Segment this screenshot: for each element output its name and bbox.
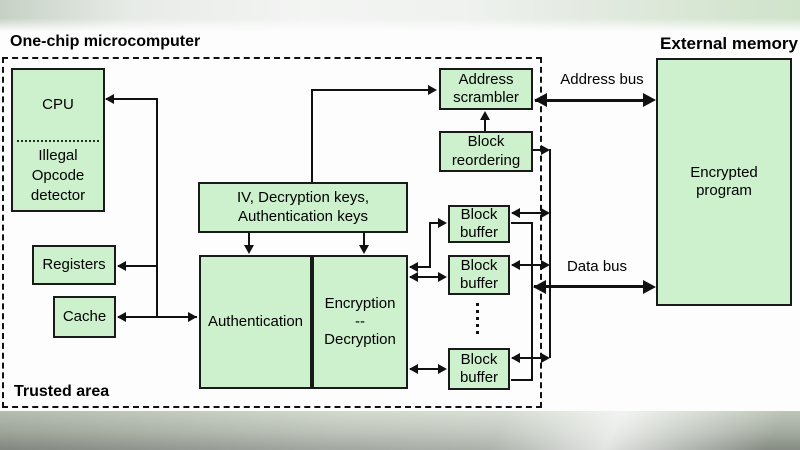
arrow-buffer3-to-trunk [541,353,550,363]
connector-keys-to-scrambler [311,89,430,91]
arrow-reordering-to-trunk [541,145,550,155]
detector-line: detector [30,187,86,205]
connector-reordering-to-scrambler [484,118,486,131]
connector-encdec-buffer2 [410,276,440,278]
cpu-title: CPU [42,95,74,113]
arrow-buffer2-to-encdec [409,272,418,282]
arrow-encdec-to-buffer3 [438,364,447,374]
block-buffer-1: Block buffer [448,205,510,243]
connector-cpu [106,98,158,100]
arrow-databus-left [533,280,546,294]
connector-reordering-to-trunk [533,149,543,151]
arrow-into-cpu [105,94,114,104]
cpu-box: CPU Illegal Opcode detector [11,68,105,212]
vertical-ellipsis-dots [476,303,479,336]
scrambler-line: Address [458,70,514,88]
arrow-encdec-to-buffer2 [438,272,447,282]
arrow-into-cache [117,312,126,322]
arrow-addressbus-right [643,93,656,107]
data-bus-line [534,285,646,288]
connector-keys-to-authentication [248,233,250,249]
block-buffer-3: Block buffer [448,348,510,390]
arrow-buffer1-to-trunk [541,208,550,218]
connector-encdec-buffer1-a [410,266,431,268]
buffer-line: buffer [459,224,499,241]
inner-bus-trunk [531,222,533,381]
scrambler-line: scrambler [453,89,519,106]
address-scrambler-box: Address scrambler [439,68,533,110]
encdec-line: Decryption [324,331,396,349]
encdec-line: -- [355,312,365,330]
connector-encdec-buffer1-c [429,222,440,224]
external-memory-label: External memory [660,34,798,53]
data-bus-label: Data bus [566,258,628,275]
connector-buffer1-bus [512,212,544,214]
detector-line: Opcode [31,166,85,184]
arrow-buffer1-to-encdec [409,262,418,272]
encrypted-program-line: program [696,182,752,199]
arrow-encdec-to-buffer1 [438,218,447,228]
buffer-line: buffer [459,369,499,386]
bottom-gradient-band [0,411,800,450]
detector-line: Illegal [38,146,78,164]
encdec-line: Encryption [324,294,396,312]
cache-label: Cache [62,307,107,325]
arrow-into-authentication [188,312,197,322]
arrow-reordering-to-scrambler [480,111,490,120]
authentication-label: Authentication [207,312,304,330]
outer-bus-trunk [549,149,551,358]
keys-line: IV, Decryption keys, [236,189,369,207]
arrow-into-buffer1 [511,208,520,218]
encrypted-program-line: Encrypted [690,163,758,181]
connector-registers [118,265,158,267]
arrow-into-buffer3 [511,353,520,363]
connector-encdec-buffer1-b [429,222,431,268]
connector-buffer2-bus [512,264,544,266]
one-chip-microcomputer-label: One-chip microcomputer [10,33,201,50]
block-reordering-box: Block reordering [439,131,533,172]
connector-cpu-trunk [156,98,158,318]
cpu-divider [16,140,100,142]
reordering-line: Block [467,133,505,151]
arrow-into-registers [117,261,126,271]
arrow-databus-right [643,280,656,294]
buffer-line: Block [460,205,498,223]
authentication-box: Authentication [199,255,312,389]
registers-box: Registers [32,245,116,285]
buffer-line: Block [460,256,498,274]
connector-keys-to-encdec [363,233,365,249]
connector-cache-authentication [118,316,197,318]
encryption-decryption-box: Encryption -- Decryption [312,255,408,389]
registers-label: Registers [42,255,106,273]
arrow-keys-to-encdec [359,245,369,254]
arrow-buffer3-to-encdec [409,364,418,374]
buffer-line: buffer [459,275,499,292]
cache-box: Cache [53,296,116,338]
address-bus-line [535,99,646,102]
connector-buffer3-inner [511,379,533,381]
trusted-area-boundary [2,57,542,408]
reordering-line: reordering [451,151,521,169]
top-gradient-band [0,0,800,33]
connector-buffer3-bus [512,357,544,359]
arrow-buffer2-to-trunk [541,260,550,270]
encrypted-program-box: Encrypted program [656,58,792,306]
trusted-area-label: Trusted area [14,383,110,400]
arrow-into-scrambler [428,85,437,95]
keys-line: Authentication keys [237,207,369,225]
arrow-keys-to-authentication [244,245,254,254]
connector-buffer1-inner [511,222,533,224]
buffer-line: Block [460,350,498,368]
connector-keys-riser [311,89,313,182]
arrow-addressbus-left [534,93,547,107]
arrow-into-buffer2 [511,260,520,270]
address-bus-label: Address bus [560,71,644,88]
illegal-opcode-detector-label: Illegal Opcode detector [13,142,103,210]
block-buffer-2: Block buffer [448,255,510,295]
connector-encdec-buffer3 [410,368,440,370]
keys-box: IV, Decryption keys, Authentication keys [198,182,408,233]
